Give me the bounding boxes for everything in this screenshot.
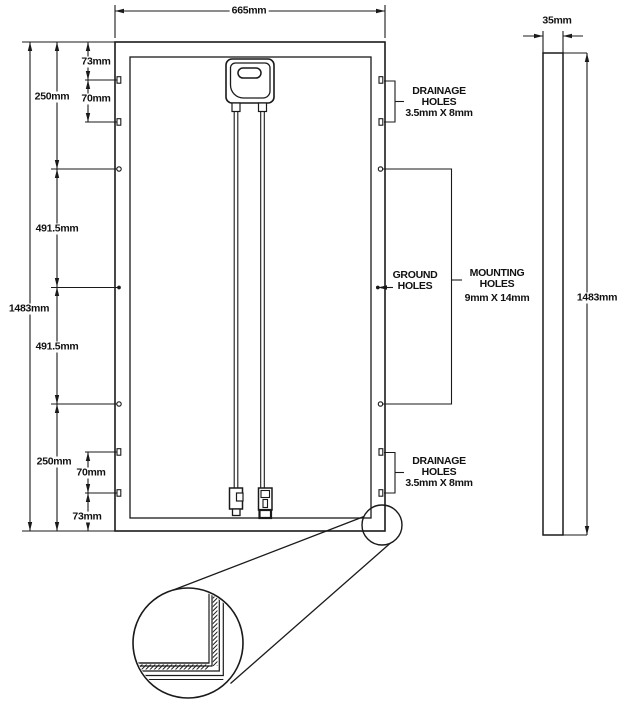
drainage-hole <box>378 489 384 497</box>
dim-bottom-70: 70mm <box>74 466 108 478</box>
dim-top-73: 73mm <box>79 55 113 67</box>
drainage-hole <box>378 76 384 84</box>
ground-holes-label: GROUND HOLES <box>393 270 438 292</box>
drainage-hole <box>378 118 384 126</box>
mounting-bracket <box>383 168 453 405</box>
connector-right-pin <box>262 498 269 509</box>
junction-box-inner <box>229 62 271 99</box>
drainage-hole <box>116 489 122 497</box>
dim-side-height: 1483mm <box>574 291 620 304</box>
dim-upper-491: 491.5mm <box>33 222 81 235</box>
mounting-hole <box>377 166 384 172</box>
drainage-bottom-line1: DRAINAGE <box>412 455 466 467</box>
dim-bottom-73: 73mm <box>70 510 104 523</box>
mounting-line2: HOLES <box>479 278 515 290</box>
cable-gland-left <box>231 102 241 113</box>
mounting-hole <box>116 166 122 172</box>
dim-overall-height: 1483mm <box>6 302 52 315</box>
dimension-arrowheads <box>27 8 590 535</box>
drainage-top-line3: 3.5mm X 8mm <box>405 107 473 119</box>
mounting-line3: 9mm X 14mm <box>464 291 530 304</box>
ground-hole <box>117 285 121 290</box>
front-view-panel <box>114 41 386 532</box>
frame-holes <box>116 76 384 497</box>
magnifier <box>132 504 403 699</box>
panel-outer-frame <box>114 41 386 532</box>
connector-right-top <box>260 489 271 499</box>
drainage-top-line2: HOLES <box>421 96 457 108</box>
dim-lower-491: 491.5mm <box>33 340 81 353</box>
connector-left-notch <box>235 492 244 502</box>
drainage-holes-bottom-label: DRAINAGE HOLES 3.5mm X 8mm <box>405 455 473 489</box>
cable-gland-right <box>257 102 268 113</box>
drainage-top-line1: DRAINAGE <box>412 85 466 97</box>
drainage-holes-top-label: DRAINAGE HOLES 3.5mm X 8mm <box>405 85 473 119</box>
junction-box <box>225 58 275 113</box>
drainage-hole <box>116 448 122 456</box>
connector-left-tip <box>231 508 241 517</box>
connector-right-tip <box>258 508 273 520</box>
mounting-hole <box>116 401 122 407</box>
dim-overall-width: 665mm <box>229 4 269 17</box>
mounting-line1: MOUNTING <box>469 267 525 279</box>
dimension-lines <box>22 5 386 532</box>
side-view-outline <box>542 52 564 536</box>
magnifier-tangent <box>230 542 391 684</box>
drainage-bottom-line3: 3.5mm X 8mm <box>405 477 473 489</box>
drainage-hole <box>116 76 122 84</box>
cables <box>233 111 265 488</box>
mounting-hole <box>377 401 384 407</box>
side-view-panel <box>523 31 588 536</box>
magnifier-detail-circle <box>132 587 244 699</box>
junction-box-slot <box>237 67 262 79</box>
dim-bottom-250: 250mm <box>34 455 74 468</box>
dim-top-250: 250mm <box>32 90 72 103</box>
dim-top-70: 70mm <box>79 92 113 104</box>
callout-leaders <box>378 80 462 494</box>
junction-box-outer <box>225 58 275 104</box>
drainage-bottom-line2: HOLES <box>421 466 457 478</box>
drainage-hole <box>116 118 122 126</box>
drainage-hole <box>378 448 384 456</box>
panel-inner-frame <box>129 56 372 519</box>
magnifier-tangent <box>171 515 365 592</box>
ground-line2: HOLES <box>397 280 433 292</box>
magnifier-source-circle <box>361 504 403 546</box>
dim-side-thickness: 35mm <box>540 14 574 27</box>
mounting-holes-label: MOUNTING HOLES 9mm X 14mm <box>465 268 530 304</box>
ground-line1: GROUND <box>392 269 438 281</box>
connector-right <box>257 487 273 520</box>
connector-left <box>228 487 244 517</box>
